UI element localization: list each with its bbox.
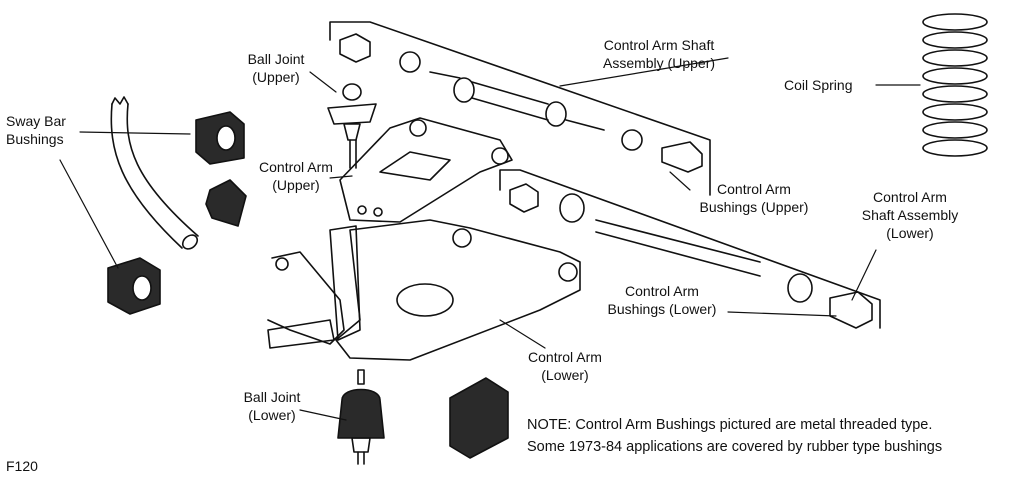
upper-shaft-panel <box>329 21 711 196</box>
upper-control-arm-part <box>339 117 513 223</box>
label-control-arm-lower: Control Arm (Lower) <box>528 349 602 383</box>
note-text: NOTE: Control Arm Bushings pictured are … <box>527 414 942 458</box>
label-control-arm-upper: Control Arm (Upper) <box>259 159 333 193</box>
sway-bar-clip <box>205 179 247 227</box>
sway-bar-bushing-upper-hole <box>216 125 236 151</box>
leader-lines <box>59 57 921 421</box>
note-line-1: NOTE: Control Arm Bushings pictured are … <box>527 417 933 433</box>
ball-joint-lower-part <box>337 369 385 465</box>
rubber-bushing-part <box>449 377 509 459</box>
label-ball-joint-lower: Ball Joint (Lower) <box>243 389 301 423</box>
label-ball-joint-upper: Ball Joint (Upper) <box>247 51 305 85</box>
ball-joint-upper-part <box>327 83 377 169</box>
label-control-arm-bushings-lower: Control Arm Bushings (Lower) <box>607 283 717 317</box>
label-control-arm-shaft-upper: Control Arm Shaft Assembly (Upper) <box>602 37 716 71</box>
label-control-arm-bushings-upper: Control Arm Bushings (Upper) <box>699 181 809 215</box>
sway-bar <box>110 96 199 250</box>
label-control-arm-shaft-lower: Control Arm Shaft Assembly (Lower) <box>861 189 959 241</box>
lower-shaft-panel <box>499 169 881 329</box>
label-sway-bar-bushings: Sway Bar Bushings <box>6 113 66 147</box>
figure-id: F120 <box>6 458 38 474</box>
note-line-2: Some 1973-84 applications are covered by… <box>527 439 943 455</box>
lower-control-arm-part <box>335 219 581 361</box>
steering-knuckle <box>267 225 361 349</box>
label-coil-spring: Coil Spring <box>784 77 853 93</box>
upper-shaft-parts <box>339 33 703 173</box>
sway-bar-bushing-lower-hole <box>132 275 152 301</box>
coil-spring-part <box>922 13 988 157</box>
